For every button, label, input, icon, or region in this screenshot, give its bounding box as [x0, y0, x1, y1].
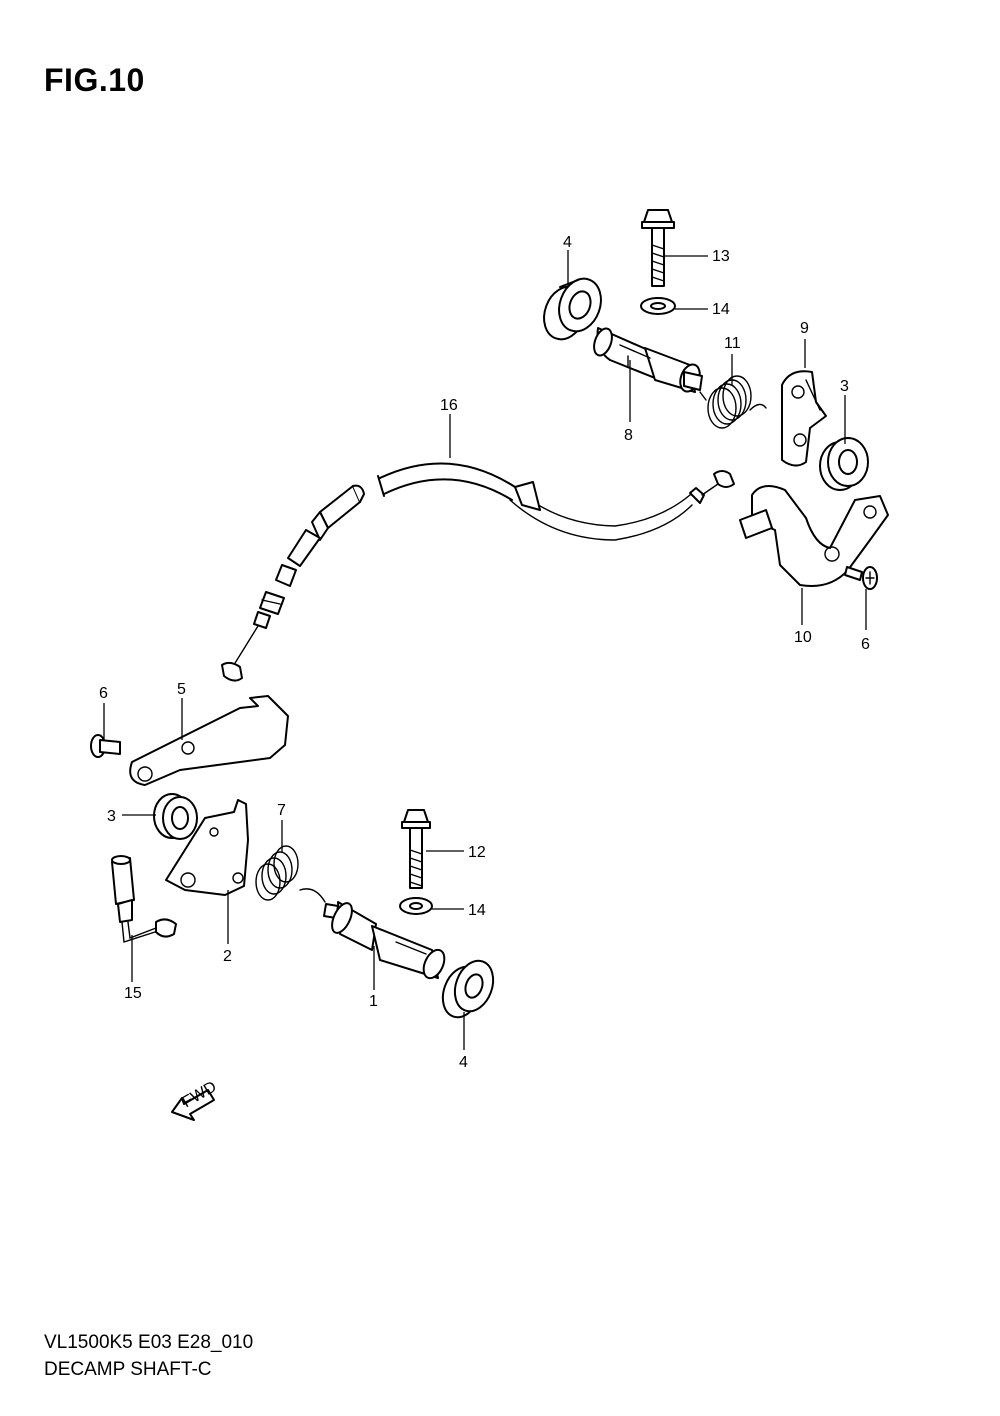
callout-15: 15	[124, 985, 142, 1002]
callout-5: 5	[177, 681, 186, 698]
figure-title: FIG.10	[44, 62, 145, 98]
part-8-decomp-shaft[interactable]	[591, 326, 704, 394]
section-name: DECAMP SHAFT-C	[44, 1359, 212, 1380]
leader-lines	[103, 250, 867, 1050]
callout-8: 8	[624, 427, 633, 444]
part-6-screw-right[interactable]	[844, 566, 878, 590]
part-3-nut-lower[interactable]	[153, 793, 198, 840]
callout-4: 4	[563, 234, 572, 251]
callout-3: 3	[107, 808, 116, 825]
callout-2: 2	[223, 948, 232, 965]
callout-13: 13	[712, 248, 730, 265]
part-11-torsion-spring-upper[interactable]	[699, 375, 767, 429]
callout-1: 1	[369, 993, 378, 1010]
part-13-bolt-upper[interactable]	[641, 209, 675, 287]
callout-7: 7	[277, 802, 286, 819]
part-9-decomp-arm[interactable]	[781, 370, 827, 467]
part-16-decomp-cable[interactable]	[221, 462, 735, 682]
part-5-lower-lever[interactable]	[129, 695, 289, 786]
callout-11: 11	[724, 335, 741, 352]
part-15-hose-fitting[interactable]	[111, 855, 177, 943]
part-12-bolt-lower[interactable]	[401, 809, 431, 889]
callout-10: 10	[794, 629, 812, 646]
callout-3: 3	[840, 378, 849, 395]
callout-12: 12	[468, 844, 486, 861]
callout-14: 14	[468, 902, 486, 919]
callout-numbers: 4 13 14 11 8 9 3 16 10 6 6 5 3 7 2 12 14…	[99, 234, 870, 1071]
callout-4: 4	[459, 1054, 468, 1071]
part-4-bearing-lower[interactable]	[436, 955, 500, 1022]
model-code: VL1500K5 E03 E28_010	[44, 1332, 254, 1353]
fwd-direction-arrow: FWD	[171, 1078, 219, 1121]
part-4-bearing-upper[interactable]	[537, 273, 608, 345]
callout-6: 6	[99, 685, 108, 702]
part-14-washer-lower[interactable]	[399, 897, 433, 915]
part-6-screw-left[interactable]	[90, 734, 121, 758]
part-3-nut-upper[interactable]	[819, 437, 869, 491]
part-1-decomp-shaft-lower[interactable]	[299, 888, 448, 982]
callout-6: 6	[861, 636, 870, 653]
part-14-washer-upper[interactable]	[640, 297, 676, 315]
part-2-decomp-plate[interactable]	[165, 799, 249, 896]
callout-16: 16	[440, 397, 458, 414]
part-7-torsion-spring-lower[interactable]	[255, 845, 299, 901]
callout-14: 14	[712, 301, 730, 318]
callout-9: 9	[800, 320, 809, 337]
part-10-decomp-lever[interactable]	[739, 485, 889, 587]
